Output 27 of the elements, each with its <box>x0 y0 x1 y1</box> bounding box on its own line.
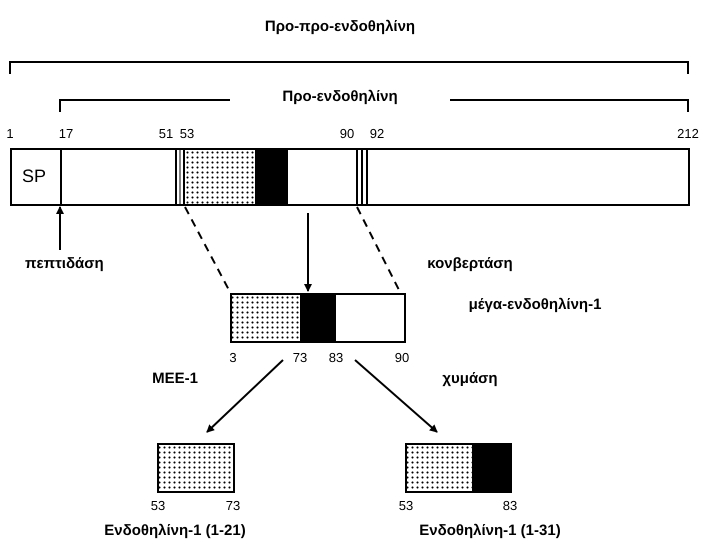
segment-label: SP <box>22 166 46 187</box>
dashed-line <box>356 206 401 292</box>
edge-label: κονβερτάση <box>427 255 513 272</box>
position-number: 90 <box>394 350 410 365</box>
position-number: 83 <box>502 498 518 513</box>
position-number: 3 <box>229 350 237 365</box>
enzyme-label: πεπτιδάση <box>25 255 104 272</box>
position-number: 92 <box>370 126 384 141</box>
arrow <box>56 206 64 250</box>
position-number: 212 <box>677 126 699 141</box>
position-number: 73 <box>226 498 240 513</box>
position-number: 53 <box>398 498 414 513</box>
position-number: 1 <box>6 126 14 141</box>
arrow <box>206 359 284 433</box>
position-number: 53 <box>150 498 166 513</box>
position-number: 83 <box>328 350 344 365</box>
arrow <box>354 359 438 433</box>
protein-bar <box>10 148 690 206</box>
position-number: 73 <box>292 350 308 365</box>
position-number: 53 <box>180 126 194 141</box>
peptide-bar <box>230 293 406 343</box>
position-number: 90 <box>340 126 354 141</box>
position-number: 17 <box>58 126 74 141</box>
position-number: 51 <box>158 126 174 141</box>
edge-label: χυμάση <box>442 370 498 387</box>
peptide-bar <box>405 443 512 493</box>
arrow <box>304 213 312 292</box>
